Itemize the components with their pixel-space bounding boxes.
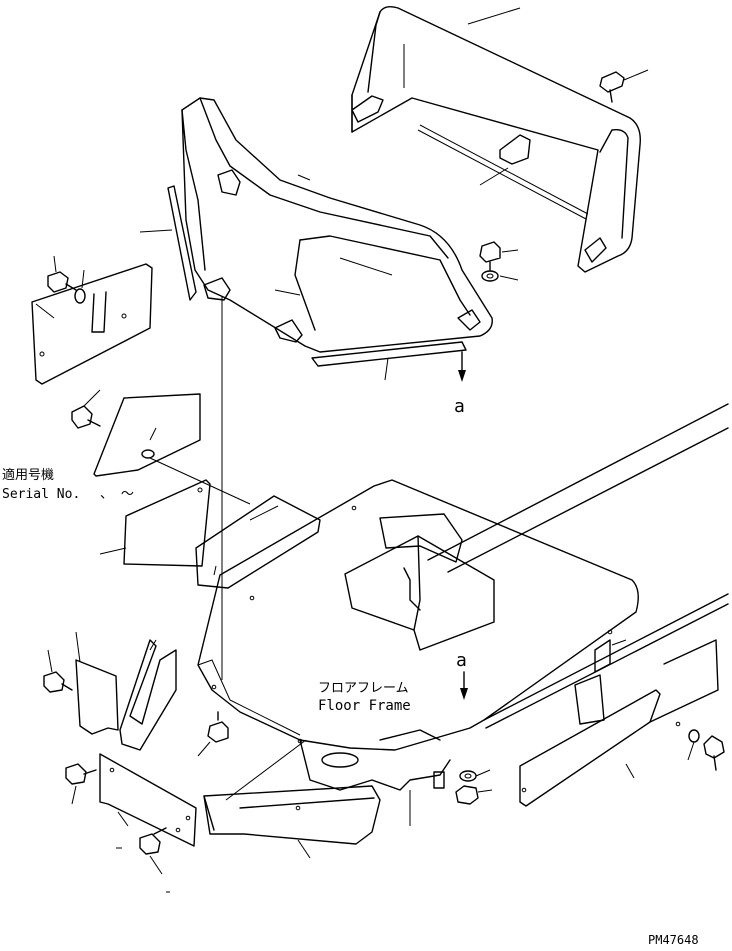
bolt-icon	[43, 649, 73, 693]
bolt-icon	[599, 69, 649, 103]
serial-mark: 、 ～	[100, 487, 134, 502]
trim-strip	[311, 341, 467, 381]
floor-frame-label-jp: フロアフレーム	[318, 681, 409, 696]
lower-left-cover	[99, 753, 197, 847]
washer-icon	[687, 729, 700, 761]
lower-left-plate	[75, 631, 119, 735]
washer-icon	[74, 269, 86, 304]
block-part	[433, 771, 445, 789]
ref-label-a-mid: a	[456, 650, 467, 671]
floor-frame-label-en: Floor Frame	[318, 698, 411, 714]
front-cover	[181, 97, 493, 353]
left-plate-low	[99, 479, 211, 567]
right-plate	[519, 639, 719, 807]
side-strip	[139, 185, 197, 301]
washer-icon	[481, 270, 519, 282]
left-plate-top	[31, 263, 153, 385]
bolt-icon	[197, 711, 229, 757]
frame-bottom	[299, 729, 451, 826]
arrow-down-icon	[458, 351, 466, 382]
frame-beam	[427, 403, 729, 729]
left-bracket	[195, 495, 321, 589]
serial-label-en: Serial No.	[2, 487, 80, 502]
bolt-icon	[139, 827, 167, 875]
lower-left-bracket	[119, 639, 177, 751]
step-cover	[203, 739, 381, 859]
bolt-icon	[479, 241, 519, 271]
ref-label-a-top: a	[454, 396, 465, 417]
bolt-icon	[703, 735, 725, 771]
bolt-icon	[47, 255, 77, 293]
bolt-icon	[71, 389, 101, 429]
floor-frame	[197, 479, 639, 751]
washer-icon	[459, 769, 491, 782]
drawing-number: PM47648	[648, 933, 699, 946]
bolt-icon	[65, 763, 97, 805]
bracket	[344, 513, 495, 651]
serial-label-jp: 適用号機	[2, 467, 54, 483]
nut-icon	[455, 785, 493, 805]
rear-cover	[351, 5, 641, 273]
arrow-down-icon	[460, 671, 468, 700]
left-plate-mid	[93, 393, 251, 505]
